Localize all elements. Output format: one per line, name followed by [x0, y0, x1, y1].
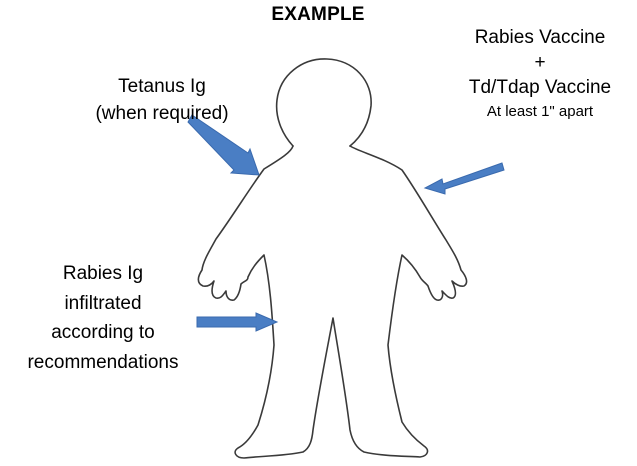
vaccine-plus-sign: + [534, 52, 546, 73]
arrow-to-left-shoulder [187, 114, 260, 176]
head-outline [275, 58, 372, 147]
rabies-ig-label: Rabies Ig infiltrated according to recom… [27, 259, 178, 377]
tetanus-ig-label: Tetanus Ig (when required) [95, 73, 228, 127]
rabies-ig-line-2: infiltrated [64, 292, 142, 314]
diagram-title: EXAMPLE [271, 4, 365, 25]
arrow-to-left-thigh [196, 312, 279, 332]
tetanus-ig-condition: (when required) [95, 103, 229, 124]
tdap-vaccine-line: Td/Tdap Vaccine [468, 77, 612, 98]
vaccine-spacing-note: At least 1" apart [486, 103, 594, 120]
rabies-vaccine-line: Rabies Vaccine [474, 27, 606, 48]
vaccine-label: Rabies Vaccine + Td/Tdap Vaccine At leas… [469, 25, 611, 123]
body-outline [197, 145, 468, 459]
rabies-ig-line-1: Rabies Ig [62, 263, 144, 284]
rabies-ig-line-3: according to [51, 322, 155, 343]
tetanus-ig-line: Tetanus Ig [118, 76, 206, 97]
rabies-ig-line-4: recommendations [27, 351, 179, 373]
arrow-to-right-shoulder [423, 162, 505, 195]
